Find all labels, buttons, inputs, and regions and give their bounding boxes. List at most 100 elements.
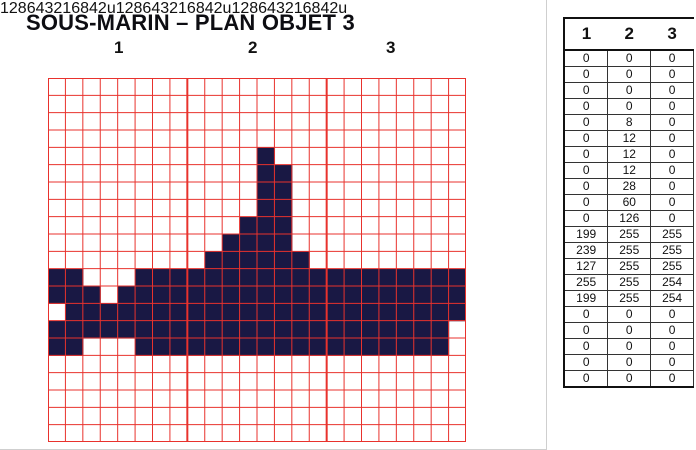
table-cell: 0 bbox=[608, 307, 651, 323]
filled-pixel bbox=[344, 321, 362, 339]
filled-pixel bbox=[344, 269, 362, 287]
filled-pixel bbox=[414, 269, 432, 287]
filled-pixel bbox=[257, 182, 275, 200]
filled-pixel bbox=[257, 199, 275, 217]
filled-pixel bbox=[379, 321, 397, 339]
table-cell: 8 bbox=[608, 115, 651, 131]
table-cell: 0 bbox=[651, 67, 694, 83]
filled-pixel bbox=[431, 286, 449, 304]
filled-pixel bbox=[309, 338, 327, 356]
filled-pixel bbox=[257, 286, 275, 304]
filled-pixel bbox=[240, 269, 258, 287]
table-cell: 0 bbox=[564, 211, 608, 227]
filled-pixel bbox=[240, 234, 258, 252]
table-cell: 0 bbox=[651, 371, 694, 388]
filled-pixel bbox=[205, 286, 223, 304]
table-cell: 0 bbox=[564, 163, 608, 179]
table-header-3: 3 bbox=[651, 18, 694, 50]
table-cell: 0 bbox=[564, 83, 608, 99]
filled-pixel bbox=[153, 286, 171, 304]
filled-pixel bbox=[153, 321, 171, 339]
filled-pixel bbox=[257, 269, 275, 287]
filled-pixel bbox=[257, 321, 275, 339]
filled-pixel bbox=[187, 303, 205, 321]
table-cell: 0 bbox=[651, 179, 694, 195]
filled-pixel bbox=[292, 338, 310, 356]
filled-pixel bbox=[153, 338, 171, 356]
filled-pixel bbox=[222, 234, 240, 252]
filled-pixel bbox=[257, 338, 275, 356]
table-cell: 0 bbox=[564, 307, 608, 323]
filled-pixel bbox=[362, 286, 380, 304]
filled-pixel bbox=[431, 303, 449, 321]
filled-pixel bbox=[274, 321, 292, 339]
filled-pixel bbox=[118, 321, 136, 339]
filled-pixel bbox=[187, 269, 205, 287]
filled-pixel bbox=[292, 286, 310, 304]
filled-pixel bbox=[205, 321, 223, 339]
table-cell: 255 bbox=[651, 243, 694, 259]
filled-pixel bbox=[205, 338, 223, 356]
filled-pixel bbox=[379, 303, 397, 321]
filled-pixel bbox=[257, 217, 275, 235]
filled-pixel bbox=[257, 147, 275, 165]
filled-pixel bbox=[362, 269, 380, 287]
filled-pixel bbox=[431, 321, 449, 339]
filled-pixel bbox=[240, 321, 258, 339]
table-cell: 0 bbox=[564, 99, 608, 115]
filled-pixel bbox=[205, 269, 223, 287]
filled-pixel bbox=[274, 234, 292, 252]
table-cell: 0 bbox=[651, 355, 694, 371]
table-cell: 12 bbox=[608, 163, 651, 179]
table-cell: 0 bbox=[608, 99, 651, 115]
filled-pixel bbox=[274, 303, 292, 321]
table-cell: 254 bbox=[651, 291, 694, 307]
filled-pixel bbox=[309, 321, 327, 339]
pixel-grid bbox=[48, 78, 466, 442]
filled-pixel bbox=[118, 303, 136, 321]
filled-pixel bbox=[205, 251, 223, 269]
filled-pixel bbox=[327, 269, 345, 287]
filled-pixel bbox=[222, 251, 240, 269]
table-header-2: 2 bbox=[608, 18, 651, 50]
filled-pixel bbox=[344, 338, 362, 356]
table-cell: 0 bbox=[564, 179, 608, 195]
table-cell: 12 bbox=[608, 131, 651, 147]
filled-pixel bbox=[222, 269, 240, 287]
table-cell: 0 bbox=[564, 323, 608, 339]
filled-pixel bbox=[48, 286, 66, 304]
table-cell: 0 bbox=[651, 83, 694, 99]
filled-pixel bbox=[327, 338, 345, 356]
filled-pixel bbox=[65, 321, 83, 339]
filled-pixel bbox=[292, 251, 310, 269]
filled-pixel bbox=[240, 286, 258, 304]
table-header-1: 1 bbox=[564, 18, 608, 50]
filled-pixel bbox=[118, 286, 136, 304]
table-cell: 0 bbox=[651, 323, 694, 339]
filled-pixel bbox=[135, 303, 153, 321]
table-cell: 126 bbox=[608, 211, 651, 227]
table-cell: 12 bbox=[608, 147, 651, 163]
filled-pixel bbox=[240, 251, 258, 269]
filled-pixel bbox=[135, 269, 153, 287]
table-row: 199255255 bbox=[564, 227, 694, 243]
table-cell: 0 bbox=[608, 50, 651, 67]
filled-pixel bbox=[414, 338, 432, 356]
filled-pixel bbox=[274, 251, 292, 269]
table-cell: 255 bbox=[651, 259, 694, 275]
table-cell: 60 bbox=[608, 195, 651, 211]
filled-pixel bbox=[100, 321, 118, 339]
filled-pixel bbox=[187, 338, 205, 356]
table-row: 0120 bbox=[564, 163, 694, 179]
table-cell: 0 bbox=[564, 115, 608, 131]
filled-pixel bbox=[135, 321, 153, 339]
filled-pixel bbox=[396, 321, 414, 339]
filled-pixel bbox=[431, 338, 449, 356]
filled-pixel bbox=[153, 269, 171, 287]
table-cell: 0 bbox=[564, 50, 608, 67]
page-title: SOUS-MARIN – PLAN OBJET 3 bbox=[26, 10, 355, 36]
